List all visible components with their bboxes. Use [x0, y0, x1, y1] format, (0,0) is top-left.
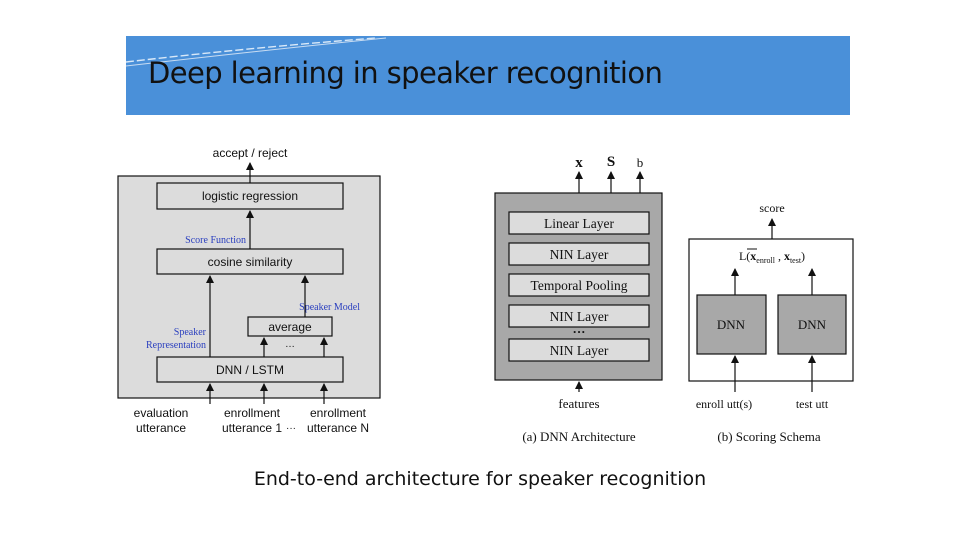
title-banner: Deep learning in speaker recognition — [126, 36, 850, 115]
features-label: features — [558, 396, 599, 411]
output-s-label: S — [607, 154, 615, 170]
nin-layer-box-2 — [508, 304, 650, 328]
linear-layer-label: Linear Layer — [544, 216, 615, 231]
slide-title: Deep learning in speaker recognition — [148, 56, 663, 90]
speaker-model-label: Speaker Model — [299, 302, 360, 313]
dnn-lstm-box — [156, 356, 344, 383]
right-diagram: score L(xenroll , xtest) DNN DNN enroll … — [688, 201, 854, 444]
cosine-similarity-label: cosine similarity — [208, 255, 293, 269]
output-label: accept / reject — [213, 146, 288, 160]
score-function-label: Score Function — [185, 235, 246, 246]
enrollment-1-label-1: enrollment — [224, 406, 281, 420]
temporal-pooling-label: Temporal Pooling — [531, 278, 628, 293]
evaluation-utterance-label-2: utterance — [136, 421, 186, 435]
average-dots: … — [285, 339, 295, 350]
output-x-label: x — [575, 155, 583, 171]
cosine-similarity-box — [156, 248, 344, 275]
linear-layer-box — [508, 211, 650, 235]
banner-streak-decoration — [126, 37, 387, 67]
dnn-lstm-label: DNN / LSTM — [216, 363, 284, 377]
nin-layer-label-2: NIN Layer — [550, 309, 609, 324]
score-label: score — [759, 201, 784, 215]
temporal-pooling-box — [508, 273, 650, 297]
enrollment-1-label-2: utterance 1 — [222, 421, 282, 435]
nin-layer-label-1: NIN Layer — [550, 247, 609, 262]
average-box — [247, 316, 333, 337]
enroll-utts-label: enroll utt(s) — [696, 397, 752, 411]
dnn-test-box — [777, 294, 847, 355]
output-b-label: b — [637, 155, 644, 170]
nin-layer-label-3: NIN Layer — [550, 343, 609, 358]
enrollment-between-dots: ··· — [286, 423, 296, 434]
loss-function-label: L(xenroll , xtest) — [739, 249, 805, 265]
average-label: average — [268, 320, 312, 334]
middle-diagram: x S b Linear Layer NIN Layer Temporal Po… — [494, 154, 663, 444]
logistic-regression-label: logistic regression — [202, 189, 298, 203]
speaker-representation-label-2: Representation — [146, 340, 206, 351]
nin-layer-box-1 — [508, 242, 650, 266]
enrollment-n-label-1: enrollment — [310, 406, 367, 420]
scoring-schema-caption: (b) Scoring Schema — [717, 429, 820, 444]
speaker-representation-label-1: Speaker — [174, 327, 207, 338]
layers-dots: ··· — [572, 324, 585, 339]
logistic-regression-box — [156, 182, 344, 210]
dnn-test-label: DNN — [798, 317, 827, 332]
dnn-enroll-label: DNN — [717, 317, 746, 332]
slide-caption: End-to-end architecture for speaker reco… — [253, 468, 707, 490]
nin-layer-box-3 — [508, 338, 650, 362]
evaluation-utterance-label-1: evaluation — [134, 406, 189, 420]
left-diagram: accept / reject logistic regression Scor… — [117, 146, 381, 435]
dnn-enroll-box — [696, 294, 767, 355]
enrollment-n-label-2: utterance N — [307, 421, 369, 435]
test-utt-label: test utt — [796, 397, 829, 411]
dnn-architecture-caption: (a) DNN Architecture — [522, 429, 636, 444]
